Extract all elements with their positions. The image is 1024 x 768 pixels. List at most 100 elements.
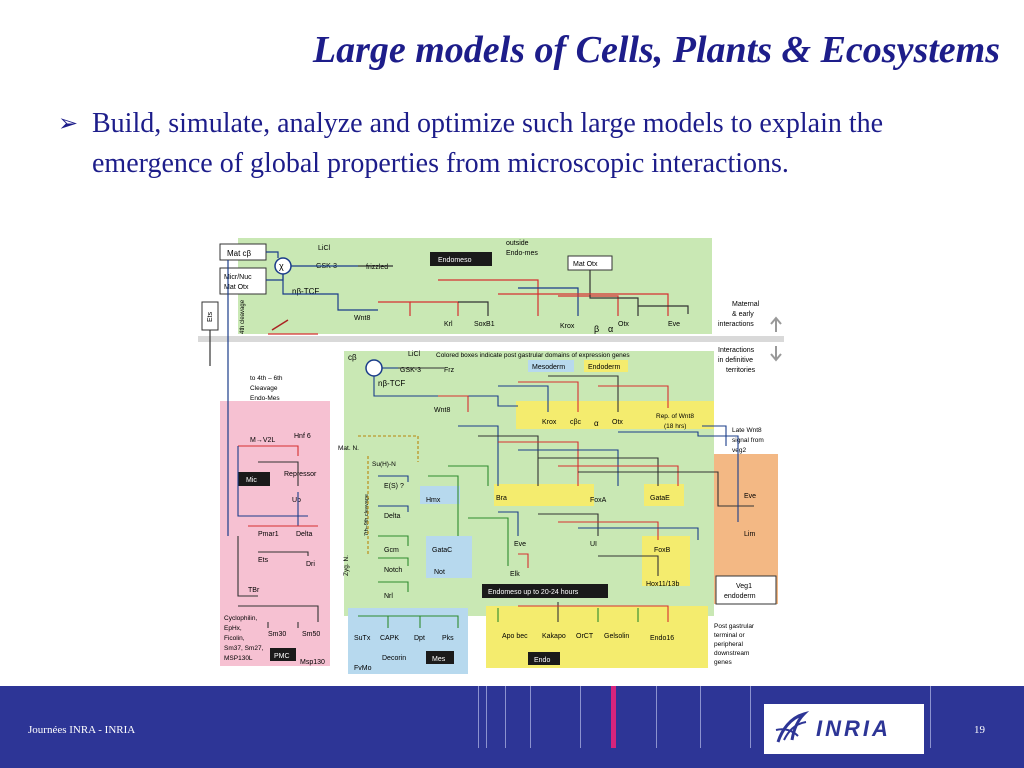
repressor-label: Repressor — [284, 471, 317, 478]
footer-divider — [750, 686, 751, 748]
sm50-label: Sm50 — [302, 631, 320, 638]
genes-label: genes — [714, 659, 732, 666]
gcm-label: Gcm — [384, 547, 399, 554]
cyclophilin-label: Cyclophilin, — [224, 615, 257, 622]
delta-label: Delta — [296, 531, 312, 538]
endo-mes-label: Endo-mes — [506, 250, 538, 257]
ub-label: Ub — [292, 497, 301, 504]
ets-bottom-label: Ets — [258, 557, 269, 564]
gatac-label: GataC — [432, 547, 452, 554]
mat-otx-label: Mat Otx — [224, 284, 249, 291]
yellow-krox-box — [516, 401, 714, 429]
eve-top-label: Eve — [668, 321, 680, 328]
early-label: & early — [732, 311, 754, 318]
bullet-text: Build, simulate, analyze and optimize su… — [92, 108, 884, 179]
frizzled-label: frizzled — [366, 264, 388, 271]
endomeso-label: Endomeso — [438, 257, 472, 264]
endomeso-hours-box — [482, 584, 608, 598]
cleavage-label: 4th cleavage — [240, 299, 246, 334]
mic-label: Mic — [246, 477, 257, 484]
otx-bottom-label: Otx — [612, 419, 623, 426]
krox-bottom-label: Krox — [542, 419, 557, 426]
msp130-label: Msp130 — [300, 659, 325, 666]
pink-region — [220, 401, 330, 611]
lim-label: Lim — [744, 531, 755, 538]
yellow-foxb-box — [642, 536, 690, 586]
dri-label: Dri — [306, 561, 315, 568]
sm30-label: Sm30 — [268, 631, 286, 638]
footer-divider — [530, 686, 531, 748]
late-wnt8-label: Late Wnt8 — [732, 427, 762, 434]
bullet-arrow-icon: ➢ — [58, 111, 79, 137]
kakapo-label: Kakapo — [542, 633, 566, 640]
top-network-wires — [209, 251, 689, 536]
peripheral-label: peripheral — [714, 641, 743, 648]
footer-divider — [478, 686, 479, 748]
nrl-label: Nrl — [384, 593, 393, 600]
footer-divider — [700, 686, 701, 748]
logo-text: INRIA — [816, 716, 891, 741]
hmx-blue-box — [420, 486, 460, 504]
signal-from-label: signal from — [732, 437, 764, 444]
footer-divider — [930, 686, 931, 748]
mat-cb-label: Mat cβ — [227, 249, 252, 258]
footer-divider — [486, 686, 487, 748]
outside-label: outside — [506, 240, 529, 247]
mat-n-label: Mat. N. — [338, 445, 359, 452]
post-gastrular-label: Post gastrular — [714, 623, 755, 630]
footer-text: Journées INRA - INRIA — [28, 724, 136, 736]
veg1-box — [715, 575, 777, 605]
mes-box — [426, 651, 454, 664]
hnf6-label: Hnf 6 — [294, 433, 311, 440]
interactions-label: interactions — [718, 321, 754, 328]
yellow-region — [486, 606, 708, 668]
ets-label: Ets — [207, 311, 214, 322]
veg2-label: veg2 — [732, 447, 746, 454]
terminal-label: terminal or — [714, 632, 746, 639]
rep-wnt8-label: Rep. of Wnt8 — [656, 413, 694, 420]
slide-title: Large models of Cells, Plants & Ecosyste… — [312, 29, 1000, 71]
cleavage-bottom-label: Cleavage — [250, 385, 278, 392]
veg-cleavage-label: 7th–9th cleavage — [364, 494, 370, 536]
endo-box — [528, 652, 560, 665]
mic-box — [238, 472, 270, 486]
in-definitive-label: in definitive — [718, 357, 753, 364]
veg1-label: Veg1 — [736, 583, 752, 590]
mesoderm-label: Mesoderm — [532, 364, 565, 371]
inria-logo-mark-icon — [775, 710, 810, 743]
zyg-n-label: Zyg. N. — [343, 555, 350, 576]
alpha-bottom-label: α — [594, 419, 599, 428]
wnt8-bottom-label: Wnt8 — [434, 407, 450, 414]
gatac-blue-box — [426, 536, 472, 578]
gene-regulatory-network-diagram: Mat cβ Micr/Nuc Mat Otx Ets χ LiCl GSK-3… — [198, 238, 784, 674]
endoderm-label: Endoderm — [588, 364, 620, 371]
endomeso-box — [430, 252, 492, 266]
foxa-label: FoxA — [590, 497, 607, 504]
hmx-label: Hmx — [426, 497, 441, 504]
eve-green-label: Eve — [514, 541, 526, 548]
hox-label: Hox11/13b — [646, 581, 679, 588]
foxb-label: FoxB — [654, 547, 671, 554]
interactions-in-label: Interactions — [718, 347, 755, 354]
notch-label: Notch — [384, 567, 402, 574]
micr-nuc-label: Micr/Nuc — [224, 274, 252, 281]
tbr-label: TBr — [248, 587, 260, 594]
endo-mes-bottom-label: Endo-Mes — [250, 395, 280, 402]
pmc-box — [270, 648, 296, 661]
inria-logo: INRIA — [764, 704, 924, 754]
endomeso-hours-label: Endomeso up to 20-24 hours — [488, 589, 579, 596]
endoderm2-label: endoderm — [724, 593, 756, 600]
colored-boxes-label: Colored boxes indicate post gastrular do… — [436, 352, 630, 359]
sm37-label: Sm37, Sm27, — [224, 645, 264, 652]
su-h-n-label: Su(H)-N — [372, 461, 396, 468]
krl-label: Krl — [444, 321, 453, 328]
footer-divider — [505, 686, 506, 748]
delta2-label: Delta — [384, 513, 400, 520]
downstream-label: downstream — [714, 650, 749, 657]
footer-divider — [580, 686, 581, 748]
ui-label: UI — [590, 541, 597, 548]
rep-wnt8-hrs-label: (18 hrs) — [664, 423, 686, 430]
ephx-label: EpHx, — [224, 625, 242, 632]
page-number: 19 — [974, 724, 985, 736]
yellow-bra-box — [494, 484, 594, 506]
